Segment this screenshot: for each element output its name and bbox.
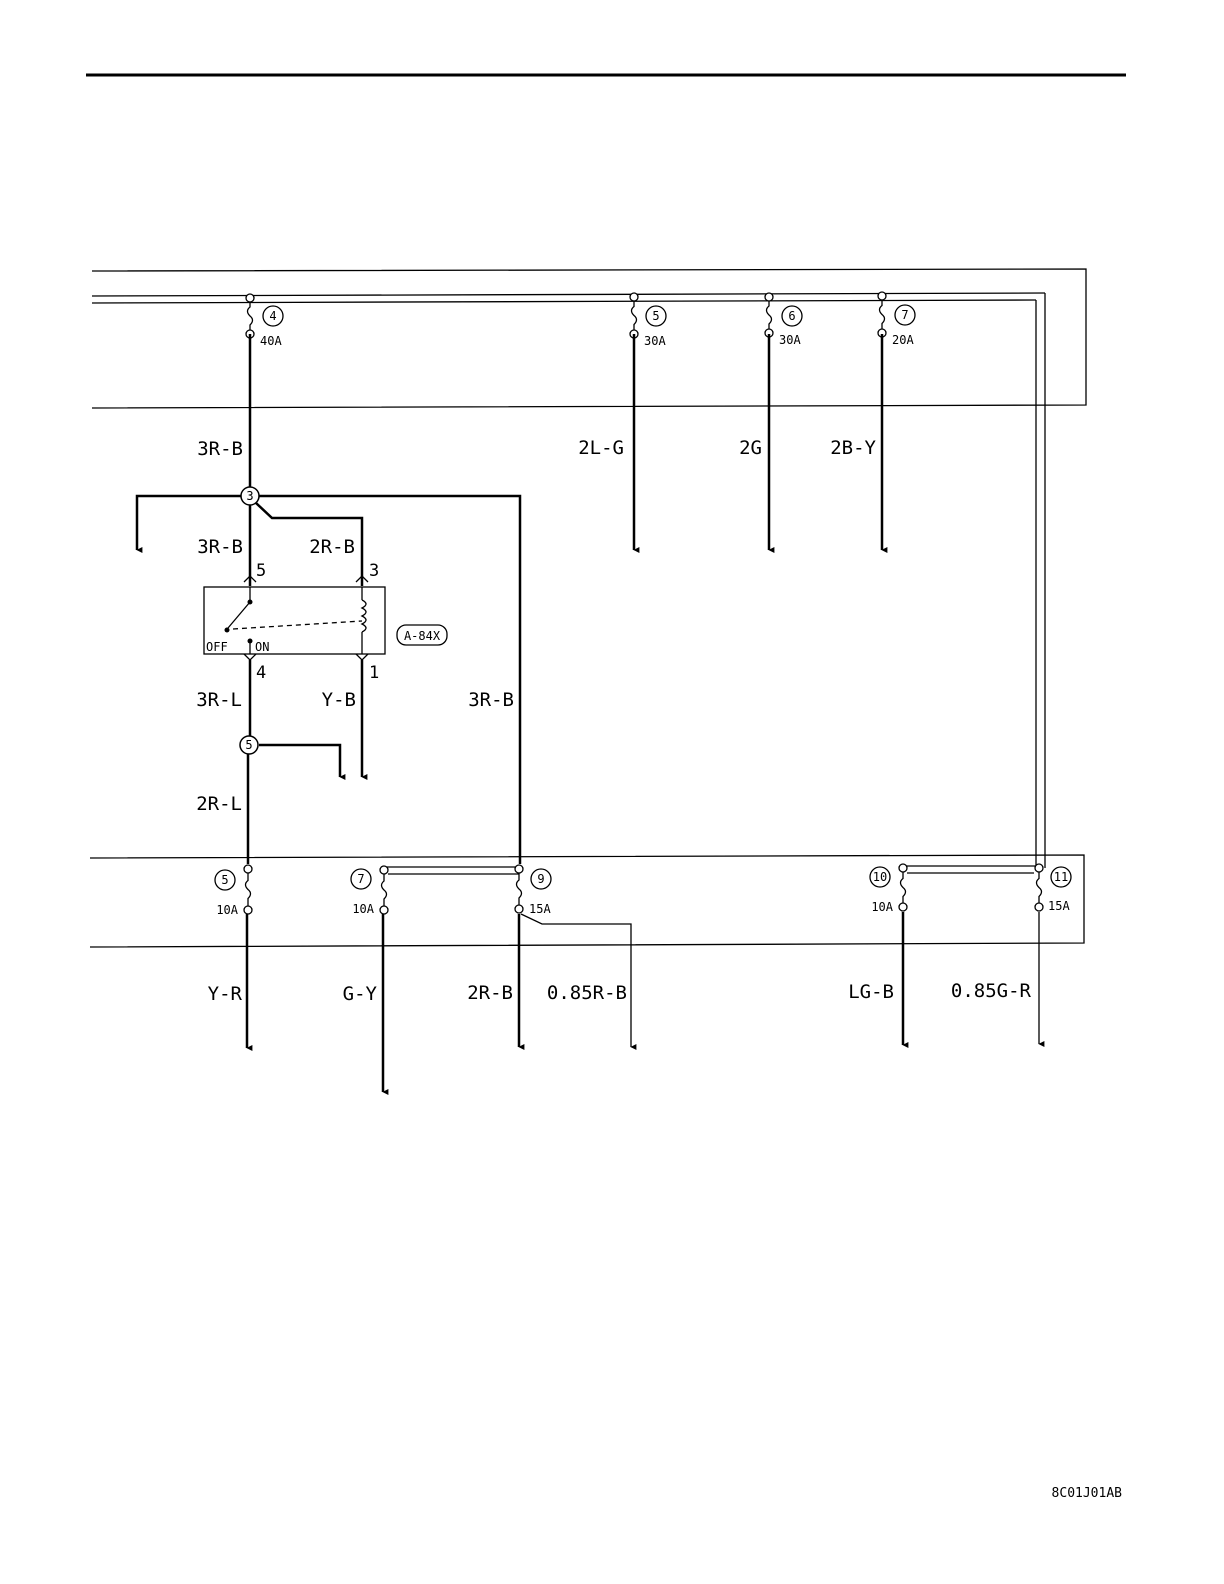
wire-label: 2R-L: [196, 793, 242, 815]
relay-terminal: 3: [369, 561, 379, 581]
lower-fuse: [1035, 864, 1043, 911]
fuse-link-icon: [382, 874, 387, 906]
wire-junction-5-branch: [259, 745, 340, 777]
fuse-number: 9: [537, 872, 544, 886]
relay-wire-label: 3R-B: [197, 536, 243, 558]
fuse-terminal: [878, 292, 886, 300]
wire-label: 0.85R-B: [547, 982, 627, 1004]
fuse-link-icon: [246, 873, 251, 906]
fuse-number: 11: [1054, 870, 1068, 884]
upper-fuse: [878, 292, 886, 337]
wire-label: LG-B: [848, 981, 894, 1003]
relay-id: A-84X: [404, 629, 441, 643]
lower-bus-links: [384, 866, 1039, 874]
fuse-link-icon: [632, 301, 637, 330]
wire-0-85r-b: [521, 914, 631, 1047]
upper-fuse: [246, 294, 254, 338]
figure-code: 8C01J01AB: [1052, 1486, 1123, 1501]
switch-off-label: OFF: [206, 640, 228, 654]
switch-on-label: ON: [255, 640, 269, 654]
lower-fuse-block: [90, 855, 1084, 947]
fuse-terminal: [380, 866, 388, 874]
wire-label: 2G: [739, 437, 762, 459]
wire-label: G-Y: [343, 983, 378, 1005]
relay-wire-label: 2R-B: [309, 536, 355, 558]
lower-fuse: [899, 864, 907, 911]
relay-terminal: 5: [256, 561, 266, 581]
fuse-rating: 10A: [871, 900, 893, 914]
relay-terminal: 4: [256, 663, 266, 683]
wire-branch-right: [259, 496, 520, 864]
fuse-rating: 30A: [644, 334, 666, 348]
upper-bus: [92, 293, 1045, 296]
fuse-rating: 20A: [892, 333, 914, 347]
fuse-rating: 10A: [352, 902, 374, 916]
junction-number: 5: [245, 738, 252, 752]
fuse-rating: 10A: [216, 903, 238, 917]
fuse-link-icon: [248, 302, 253, 330]
fuse-terminal: [1035, 864, 1043, 872]
fuse-number: 6: [788, 309, 795, 323]
fuse-number: 7: [357, 872, 364, 886]
fuse-terminal: [380, 906, 388, 914]
upper-fuse: [630, 293, 638, 338]
wire-label: 2B-Y: [830, 437, 876, 459]
wire-label: 2R-B: [467, 982, 513, 1004]
lower-fuse: [515, 865, 523, 913]
fuse-link-icon: [1037, 872, 1042, 903]
wire-label: 3R-B: [197, 438, 243, 460]
relay-wire-label: 3R-L: [196, 689, 242, 711]
switch-contact: [248, 600, 253, 605]
fuse-terminal: [899, 903, 907, 911]
fuse-rating: 30A: [779, 333, 801, 347]
wire-label: 2L-G: [578, 437, 624, 459]
fuse-terminal: [244, 906, 252, 914]
fuse-number: 10: [873, 870, 887, 884]
relay-box: [204, 587, 385, 654]
fuse-terminal: [899, 864, 907, 872]
upper-bus-inner: [92, 300, 1036, 303]
junction-number: 3: [246, 489, 253, 503]
fuse-terminal: [630, 293, 638, 301]
fuse-rating: 15A: [1048, 899, 1070, 913]
wire-label: Y-R: [208, 983, 243, 1005]
fuse-rating: 40A: [260, 334, 282, 348]
fuse-link-icon: [767, 301, 772, 329]
relay-coil-icon: [362, 587, 366, 654]
fuse-rating: 15A: [529, 902, 551, 916]
fuse-terminal: [1035, 903, 1043, 911]
lower-fuse: [380, 866, 388, 914]
fuse-terminal: [765, 293, 773, 301]
fuse-number: 7: [901, 308, 908, 322]
fuse-terminal: [246, 294, 254, 302]
wire-label: 0.85G-R: [951, 980, 1032, 1002]
fuse-link-icon: [880, 300, 885, 329]
fuse-number: 5: [221, 873, 228, 887]
fuse-terminal: [244, 865, 252, 873]
fuse-number: 5: [652, 309, 659, 323]
fuse-number: 4: [269, 309, 276, 323]
lower-fuse-labels: 5 10A 7 10A 9 15A 10 10A 11 15A: [215, 867, 1071, 917]
switch-contact: [248, 639, 253, 644]
upper-fuse: [765, 293, 773, 337]
fuse-terminal: [515, 865, 523, 873]
relay-terminal: 1: [369, 663, 379, 683]
switch-contact: [225, 628, 230, 633]
relay-switch: [228, 587, 362, 654]
fuse-link-icon: [517, 873, 522, 905]
upper-fuse-labels: 4 40A 5 30A 6 30A 7 20A: [260, 305, 915, 348]
fuse-terminal: [515, 905, 523, 913]
lower-fuse: [244, 865, 252, 914]
relay-wire-label: Y-B: [322, 689, 356, 711]
upper-fuse-block: [92, 269, 1086, 408]
wire-label: 3R-B: [468, 689, 514, 711]
fuse-link-icon: [901, 872, 906, 903]
